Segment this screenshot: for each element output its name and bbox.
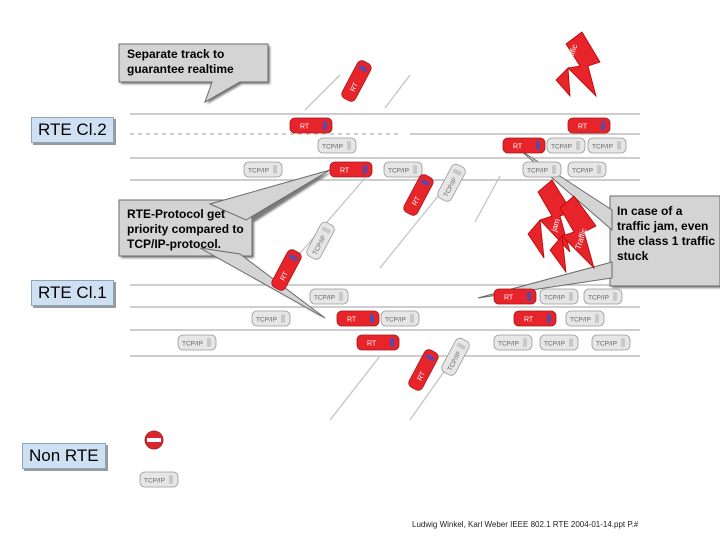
- callout-rte-priority-bubble: [118, 169, 331, 319]
- callout-traffic-jam: In case of a traffic jam, even the class…: [617, 204, 716, 263]
- tcpip-car-label: TCP/IP: [588, 295, 609, 302]
- rt-car-label: RT: [504, 295, 514, 302]
- svg-text:jam: jam: [549, 217, 562, 233]
- rt-car-label: RT: [280, 270, 291, 282]
- rt-car: RT: [493, 288, 537, 305]
- tcpip-car: TCP/IP: [437, 163, 466, 202]
- tcpip-car: TCP/IP: [546, 137, 586, 154]
- label-rte-cl2: RTE Cl.2: [31, 117, 114, 143]
- lightning-bolt-icon: Traffic: [549, 195, 597, 274]
- rt-car: RT: [289, 117, 333, 134]
- rt-car-label: RT: [340, 168, 350, 175]
- tcpip-car-label: TCP/IP: [572, 168, 593, 175]
- footer-citation: Ludwig Winkel, Karl Weber IEEE 802.1 RTE…: [412, 520, 639, 529]
- lightning-bolt-icon: Traffic: [555, 31, 601, 98]
- tcpip-car-label: TCP/IP: [570, 317, 591, 324]
- tcpip-car: TCP/IP: [565, 310, 605, 327]
- rt-car-label: RT: [347, 317, 357, 324]
- tcpip-car-label: TCP/IP: [544, 341, 565, 348]
- tcpip-car-label: TCP/IP: [248, 168, 269, 175]
- tcpip-car: TCP/IP: [522, 161, 562, 178]
- callout-separate-track: Separate track to guarantee realtime: [127, 47, 234, 76]
- tcpip-car-label: TCP/IP: [498, 341, 519, 348]
- lightning-bolt-icon: jam: [527, 179, 573, 259]
- rt-car: RT: [271, 249, 302, 291]
- tcpip-car-label: TCP/IP: [596, 341, 617, 348]
- tcpip-car-label: TCP/IP: [551, 144, 572, 151]
- tcpip-car: TCP/IP: [383, 161, 423, 178]
- tcpip-car-label: TCP/IP: [388, 168, 409, 175]
- tcpip-car-label: TCP/IP: [314, 295, 335, 302]
- tcpip-car-label: TCP/IP: [182, 341, 203, 348]
- tcpip-car: TCP/IP: [306, 221, 335, 260]
- tcpip-car-label: TCP/IP: [544, 295, 565, 302]
- callout-separate-track-bubble: [118, 43, 269, 104]
- tcpip-car: TCP/IP: [309, 288, 349, 305]
- tcpip-car: TCP/IP: [380, 310, 420, 327]
- rt-car-label: RT: [367, 341, 377, 348]
- rt-car-label: RT: [417, 370, 428, 382]
- tcpip-car-label: TCP/IP: [144, 478, 165, 485]
- rt-car-label: RT: [578, 124, 588, 131]
- rt-car: RT: [329, 161, 373, 178]
- tcpip-car-label: TCP/IP: [527, 168, 548, 175]
- rt-car: RT: [356, 334, 400, 351]
- tcpip-car: TCP/IP: [177, 334, 217, 351]
- tcpip-car: TCP/IP: [243, 161, 283, 178]
- tcpip-car: TCP/IP: [539, 288, 579, 305]
- rt-car-label: RT: [513, 144, 523, 151]
- tcpip-car-label: TCP/IP: [592, 144, 613, 151]
- rt-car: RT: [341, 60, 372, 102]
- tcpip-car: TCP/IP: [591, 334, 631, 351]
- callout-rte-priority: RTE-Protocol get priority compared to TC…: [127, 207, 244, 251]
- rt-car: RT: [567, 117, 611, 134]
- label-non-rte: Non RTE: [22, 443, 106, 469]
- tcpip-car-label: TCP/IP: [256, 317, 277, 324]
- tcpip-car: TCP/IP: [567, 161, 607, 178]
- lightning-text-jam: jam: [549, 217, 562, 233]
- tcpip-car: TCP/IP: [139, 471, 179, 488]
- stop-sign-icon: [144, 430, 164, 450]
- rt-car: RT: [403, 174, 434, 216]
- tcpip-car: TCP/IP: [493, 334, 533, 351]
- tcpip-car: TCP/IP: [539, 334, 579, 351]
- tcpip-car: TCP/IP: [317, 137, 357, 154]
- tcpip-car: TCP/IP: [441, 337, 470, 376]
- tcpip-car-label: TCP/IP: [385, 317, 406, 324]
- tcpip-car: TCP/IP: [251, 310, 291, 327]
- label-rte-cl1: RTE Cl.1: [31, 280, 114, 306]
- rt-car: RT: [408, 349, 439, 391]
- rt-car-label: RT: [300, 124, 310, 131]
- rt-car-label: RT: [412, 195, 423, 207]
- tcpip-car: TCP/IP: [587, 137, 627, 154]
- lightning-bolts: Traffic jam Traffic: [527, 31, 601, 274]
- rt-car: RT: [513, 310, 557, 327]
- rt-car: RT: [336, 310, 380, 327]
- tcpip-car: TCP/IP: [583, 288, 623, 305]
- rt-car: RT: [502, 137, 546, 154]
- rt-car-label: RT: [524, 317, 534, 324]
- vehicles: RT RT RT TCP/IP TCP/IP TCP/IP TCP/IP RT TCP/IP TC…: [139, 60, 631, 488]
- tcpip-car-label: TCP/IP: [322, 144, 343, 151]
- rt-car-label: RT: [350, 81, 361, 93]
